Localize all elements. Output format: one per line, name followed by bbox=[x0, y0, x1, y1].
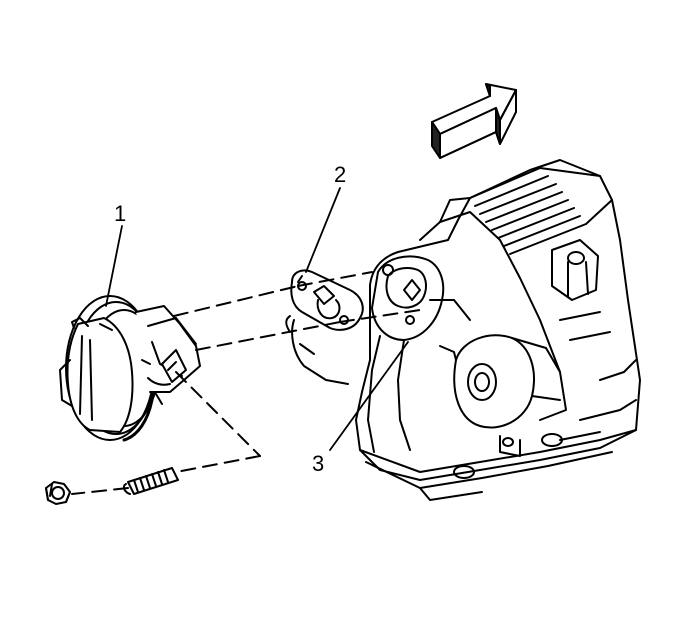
callout-1: 1 bbox=[114, 201, 127, 226]
leader-lines bbox=[105, 187, 409, 451]
egr-valve bbox=[59, 295, 201, 442]
forward-arrow-icon bbox=[431, 83, 517, 159]
leader-line-3 bbox=[329, 341, 409, 451]
leader-line-1 bbox=[105, 225, 123, 307]
egr-gasket bbox=[285, 269, 364, 385]
mounting-stud bbox=[122, 467, 179, 495]
leader-line-2 bbox=[305, 187, 341, 273]
mounting-nut bbox=[45, 481, 71, 505]
intake-manifold bbox=[355, 159, 641, 501]
assembly-lines bbox=[71, 271, 421, 495]
callout-3: 3 bbox=[312, 451, 325, 476]
callout-2: 2 bbox=[334, 162, 347, 187]
